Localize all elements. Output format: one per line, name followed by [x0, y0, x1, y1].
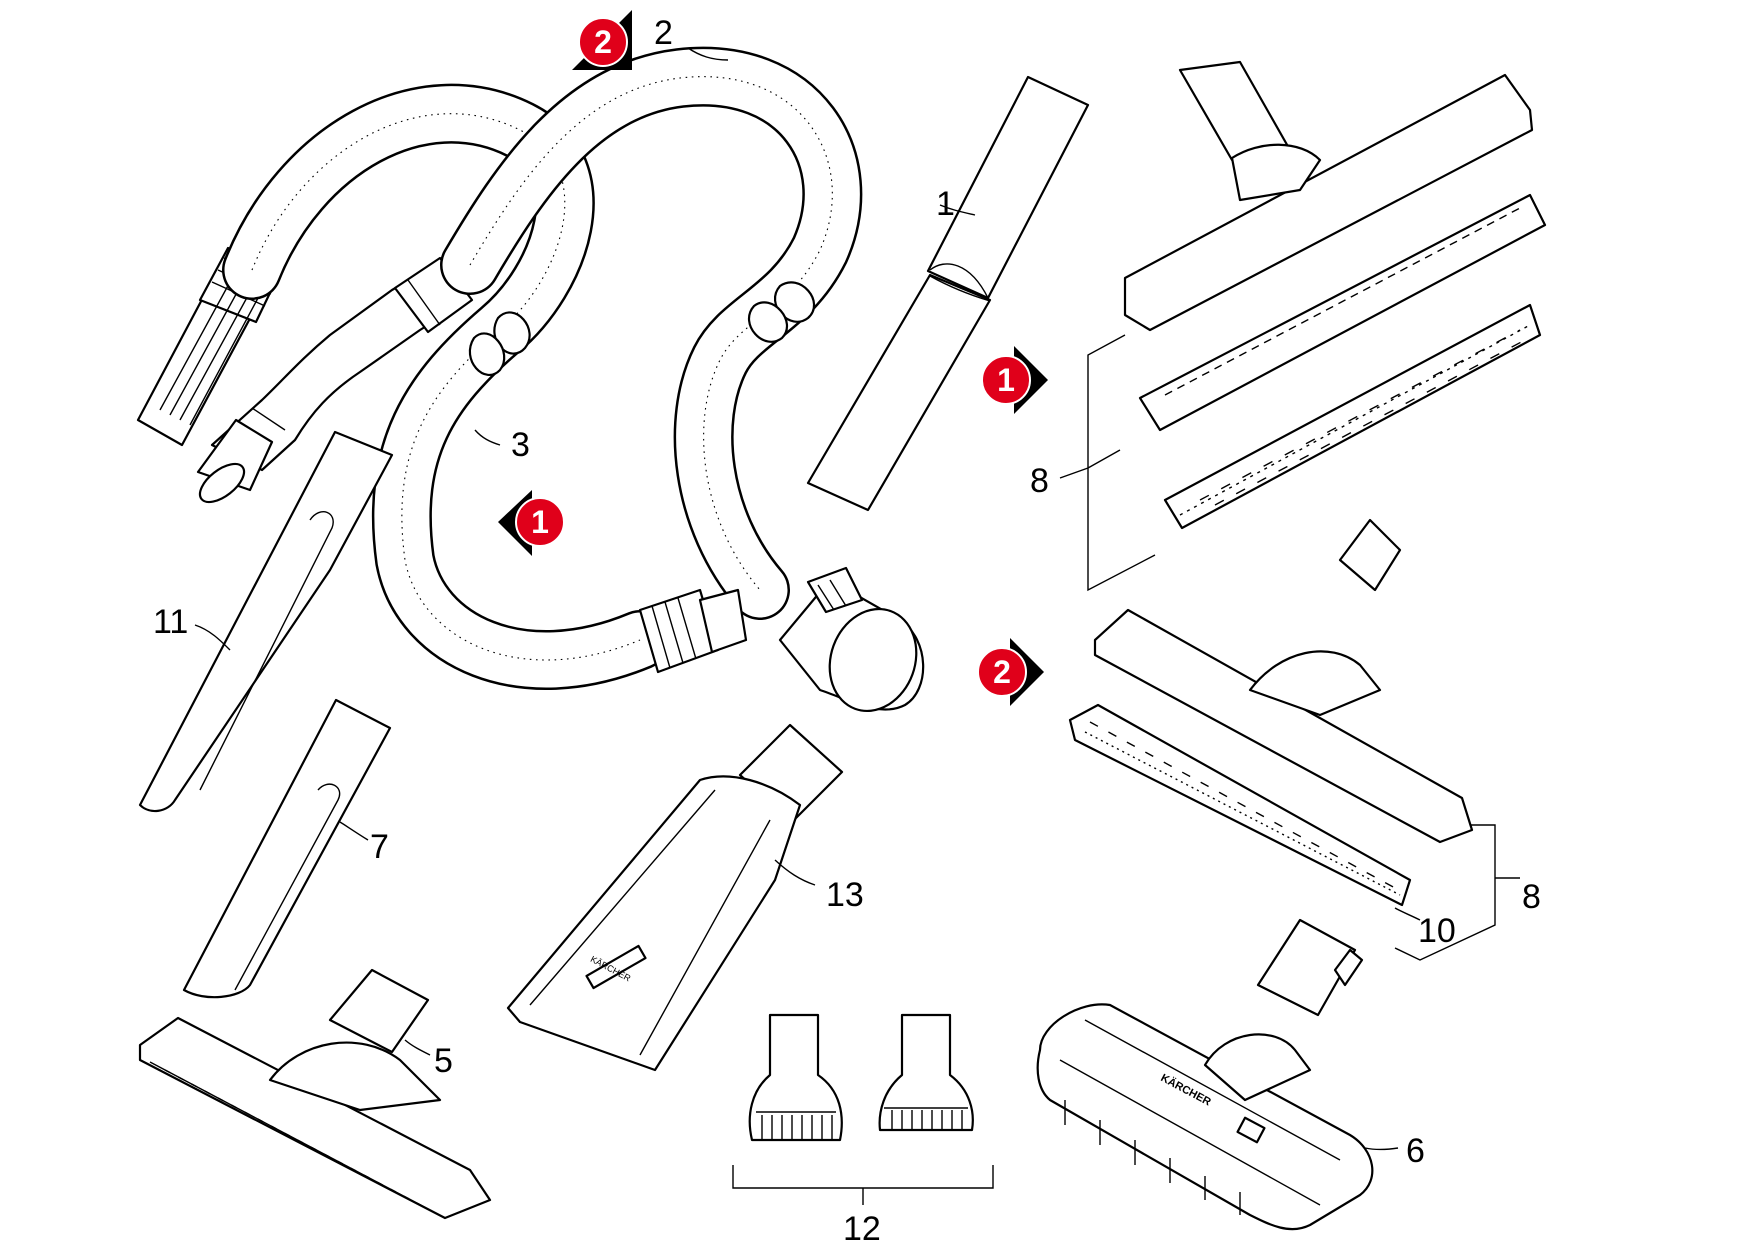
label-part-7: 7 — [370, 828, 389, 866]
marker-number: 2 — [594, 24, 612, 60]
crevice-nozzle-11 — [138, 430, 394, 813]
bracket-8-top — [1059, 334, 1156, 592]
reference-markers: 2 1 1 2 — [498, 10, 1048, 706]
reference-marker-1-right: 1 — [981, 346, 1048, 414]
reference-marker-1-left: 1 — [498, 490, 565, 556]
floor-nozzle-8-top — [1123, 60, 1547, 530]
hose-handle-bend — [196, 256, 474, 504]
floor-nozzle-8-lower — [1068, 518, 1474, 907]
label-part-8-top: 8 — [1030, 462, 1049, 500]
label-part-1: 1 — [936, 185, 955, 223]
reference-marker-2-top: 2 — [572, 10, 632, 70]
floor-nozzle-5 — [138, 968, 492, 1220]
label-part-3: 3 — [511, 426, 530, 464]
label-part-11: 11 — [153, 603, 188, 641]
marker-number: 1 — [531, 504, 549, 540]
hose-right-connector — [778, 566, 925, 713]
label-part-2: 2 — [654, 14, 673, 52]
extension-tube-1 — [806, 75, 1090, 512]
dusting-brush-right — [878, 1013, 974, 1132]
crevice-nozzle-7 — [182, 698, 392, 999]
upholstery-nozzle-13: KÄRCHER — [506, 723, 844, 1072]
label-part-10: 10 — [1418, 912, 1456, 950]
marker-number: 2 — [993, 654, 1011, 690]
suction-hose-assembly — [136, 46, 925, 713]
label-part-12: 12 — [843, 1210, 881, 1242]
dusting-brush-left — [748, 1013, 843, 1142]
reference-marker-2-right: 2 — [977, 638, 1044, 706]
marker-number: 1 — [997, 362, 1015, 398]
label-part-13: 13 — [826, 876, 864, 914]
hose-lower-coupling — [638, 588, 748, 674]
label-part-8-lower: 8 — [1522, 878, 1541, 916]
label-part-5: 5 — [434, 1042, 453, 1080]
part-labels: 1 2 3 5 6 7 8 8 10 11 12 13 — [153, 14, 1541, 1242]
hose-break-marks — [468, 281, 816, 377]
label-part-6: 6 — [1406, 1132, 1425, 1170]
floor-nozzle-6 — [1036, 918, 1374, 1231]
dusting-brushes-12 — [732, 1013, 994, 1205]
bracket-8-lower — [1394, 824, 1520, 961]
leader-lines — [194, 47, 1421, 1151]
hose-section-2 — [440, 46, 863, 620]
